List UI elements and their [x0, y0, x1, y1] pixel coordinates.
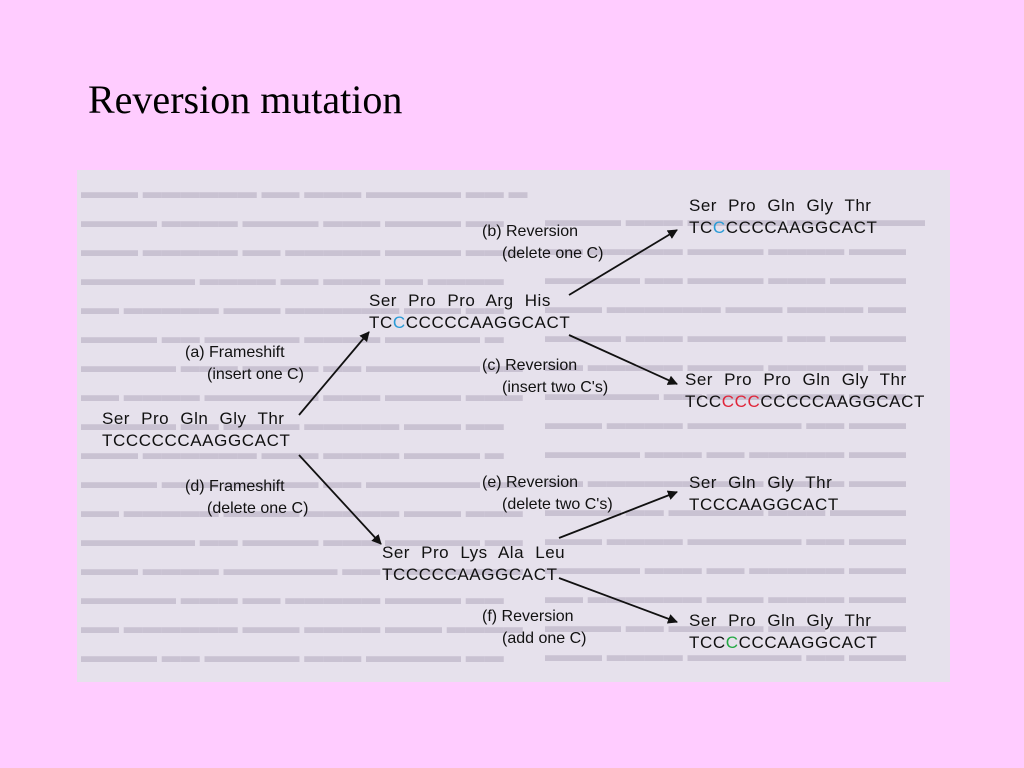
amino-acids: Ser Pro Pro Gln Gly Thr [685, 370, 907, 389]
amino-acids: Ser Pro Gln Gly Thr [689, 611, 872, 630]
inserted-base: C [712, 218, 726, 237]
inserted-base: C [392, 313, 406, 332]
dna-sequence: TCCCCCCAAGGCACT [689, 633, 878, 652]
slide-title: Reversion mutation [88, 77, 403, 122]
dna-sequence: TCCCCCCCCCCAAGGCACT [685, 392, 925, 411]
label-d: (d) Frameshift (delete one C) [185, 478, 309, 517]
label-c: (c) Reversion (insert two C's) [482, 357, 609, 396]
dna-sequence: TCCCCCCCAAGGCACT [369, 313, 571, 332]
label-a: (a) Frameshift (insert one C) [185, 344, 304, 383]
arrow-d [298, 454, 382, 545]
arrow-b [568, 229, 678, 296]
dna-sequence: TCCCCCAAGGCACT [382, 565, 558, 584]
frameshift-insert-sequence: Ser Pro Pro Arg His TCCCCCCCAAGGCACT [369, 290, 570, 334]
amino-acids: Ser Pro Lys Ala Leu [382, 543, 566, 562]
label-e: (e) Reversion (delete two C's) [482, 474, 613, 513]
amino-acids: Ser Gln Gly Thr [689, 473, 833, 492]
arrow-e [558, 490, 678, 539]
reversion-diagram: ▬▬▬ ▬▬▬▬▬▬ ▬▬ ▬▬▬ ▬▬▬▬▬ ▬▬ ▬ ▬▬▬▬ ▬▬▬▬ ▬… [77, 170, 950, 682]
reversion-e-sequence: Ser Gln Gly Thr TCCCAAGGCACT [689, 472, 839, 516]
added-base: C [725, 633, 739, 652]
reversion-b-sequence: Ser Pro Gln Gly Thr TCCCCCCAAGGCACT [689, 195, 877, 239]
dna-sequence: TCCCCCCAAGGCACT [102, 431, 291, 450]
amino-acids: Ser Pro Gln Gly Thr [689, 196, 872, 215]
frameshift-delete-sequence: Ser Pro Lys Ala Leu TCCCCCAAGGCACT [382, 542, 565, 586]
dna-sequence: TCCCAAGGCACT [689, 495, 839, 514]
arrow-a [298, 331, 370, 416]
amino-acids: Ser Pro Pro Arg His [369, 291, 551, 310]
dna-sequence: TCCCCCCAAGGCACT [689, 218, 878, 237]
arrow-layer [298, 229, 678, 624]
arrow-c [568, 334, 678, 385]
arrow-f [558, 577, 678, 624]
label-b: (b) Reversion (delete one C) [482, 223, 604, 262]
reversion-f-sequence: Ser Pro Gln Gly Thr TCCCCCCAAGGCACT [689, 610, 877, 654]
reversion-c-sequence: Ser Pro Pro Gln Gly Thr TCCCCCCCCCCAAGGC… [685, 369, 925, 413]
amino-acids: Ser Pro Gln Gly Thr [102, 409, 285, 428]
label-f: (f) Reversion (add one C) [482, 608, 587, 647]
added-bases: CCC [721, 392, 761, 411]
original-sequence: Ser Pro Gln Gly Thr TCCCCCCAAGGCACT [102, 408, 290, 452]
